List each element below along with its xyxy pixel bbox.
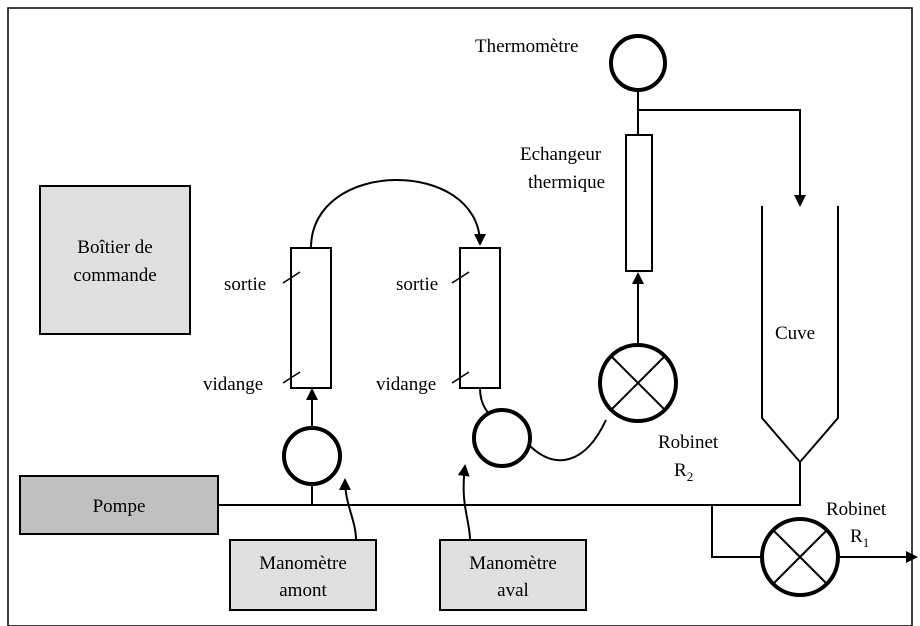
tank-label: Cuve bbox=[775, 323, 815, 344]
sortie-right-label: sortie bbox=[396, 274, 438, 295]
pipe-sensor-to-r2 bbox=[529, 419, 607, 462]
vidange-right-label: vidange bbox=[376, 374, 436, 395]
manometer-upstream-box bbox=[229, 539, 377, 611]
valve-r1-letter: R1 bbox=[850, 526, 869, 550]
manometer-upstream-label-2: amont bbox=[279, 580, 327, 601]
thermometer-label: Thermomètre bbox=[475, 36, 578, 57]
flow-sensor-downstream bbox=[472, 408, 532, 468]
control-box bbox=[39, 185, 191, 335]
outer-frame bbox=[7, 7, 913, 626]
valve-r2 bbox=[598, 343, 678, 423]
sortie-right-tick bbox=[451, 271, 470, 284]
manometer-downstream-label-1: Manomètre bbox=[469, 553, 557, 574]
manometer-downstream-link bbox=[457, 464, 471, 541]
pipe-to-tank bbox=[638, 109, 806, 207]
manometer-downstream-label-2: aval bbox=[497, 580, 529, 601]
vidange-left-label: vidange bbox=[203, 374, 263, 395]
column-right bbox=[459, 247, 501, 389]
valve-r1 bbox=[760, 517, 840, 597]
control-box-label-2: commande bbox=[73, 265, 156, 286]
heat-exchanger-label-1: Echangeur bbox=[520, 144, 602, 165]
sortie-left-tick bbox=[282, 271, 301, 284]
flow-sensor-upstream bbox=[282, 426, 342, 486]
valve-r2-label: Robinet bbox=[658, 432, 719, 453]
column-left bbox=[290, 247, 332, 389]
control-box-label-1: Boîtier de bbox=[77, 237, 152, 258]
sortie-left-label: sortie bbox=[224, 274, 266, 295]
vidange-left-tick bbox=[282, 371, 301, 384]
thermometer bbox=[609, 34, 667, 92]
manometer-upstream-link bbox=[339, 478, 357, 541]
vidange-right-tick bbox=[451, 371, 470, 384]
valve-r1-label: Robinet bbox=[826, 499, 887, 520]
transfer-arc bbox=[310, 179, 486, 249]
pump-label: Pompe bbox=[93, 496, 146, 517]
tank bbox=[761, 206, 839, 464]
pipe-to-r1 bbox=[711, 505, 762, 558]
manometer-downstream-box bbox=[439, 539, 587, 611]
valve-r2-letter: R2 bbox=[674, 460, 693, 484]
heat-exchanger-label-2: thermique bbox=[528, 172, 605, 193]
main-pipe bbox=[218, 462, 801, 506]
heat-exchanger bbox=[625, 134, 653, 272]
manometer-upstream-label-1: Manomètre bbox=[259, 553, 347, 574]
